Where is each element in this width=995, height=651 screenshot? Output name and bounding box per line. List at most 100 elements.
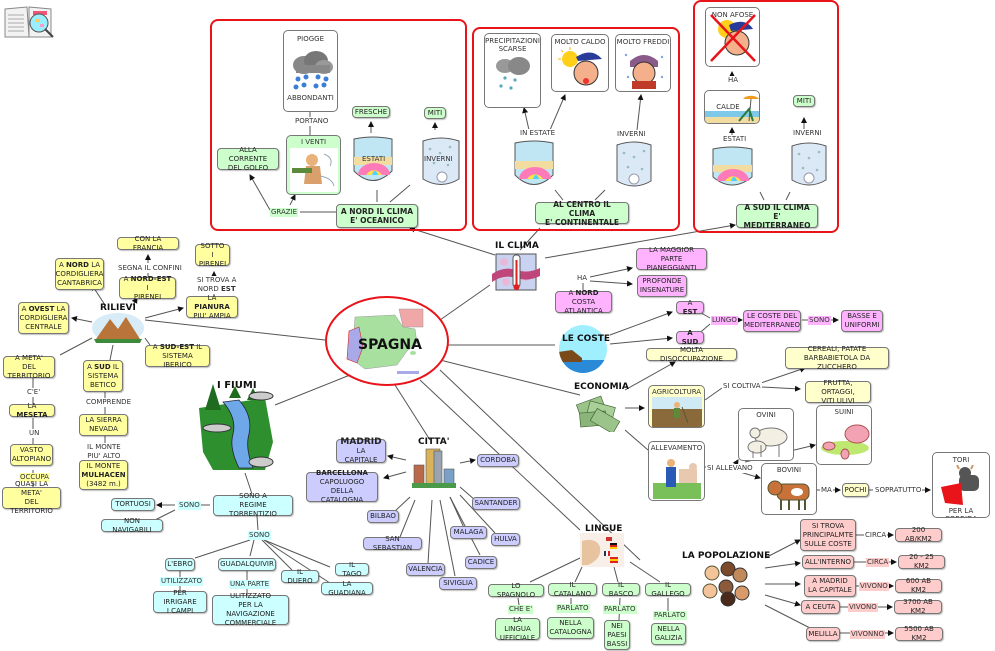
node-west-central[interactable]: A OVEST LA CORDIGLIERA CENTRALE [18, 302, 69, 334]
node-tortuous[interactable]: TORTUOSI [111, 498, 155, 511]
node-pop-ceuta[interactable]: A CEUTA [801, 600, 840, 614]
bulls-label-top: TORI [952, 456, 970, 464]
speaking-flags-icon[interactable] [580, 533, 624, 567]
coast-circle-icon[interactable] [558, 324, 608, 374]
node-almost-half[interactable]: QUASI LA META' DEL TERRITORIO [2, 480, 61, 515]
node-gulf-stream[interactable]: ALLA CORRENTE DEL GOLFO [217, 146, 279, 172]
cattle-card[interactable]: BOVINI [761, 463, 817, 515]
node-pop-melilla[interactable]: MELILLA [806, 627, 840, 641]
node-city-bilbao[interactable]: BILBAO [367, 510, 399, 523]
node-half-territory[interactable]: A META' DEL TERRITORIO [3, 354, 55, 380]
node-few[interactable]: POCHI [842, 483, 869, 497]
node-ebro[interactable]: L'EBRO [165, 558, 195, 571]
node-pop-interior[interactable]: ALL'INTERNO [802, 555, 854, 569]
node-torrential-regime[interactable]: SONO A REGIME TORRENTIZIO [213, 492, 293, 518]
not-muggy-label: NON AFOSE [711, 11, 754, 19]
node-plain[interactable]: LA PIANURA PIU' AMPIA [186, 294, 238, 320]
node-northeast-pyrenees[interactable]: A NORD-EST I PIRENEI [119, 275, 176, 301]
node-city-valencia[interactable]: VALENCIA [406, 563, 445, 576]
node-not-navigable[interactable]: NON NAVIGABILI [101, 517, 163, 534]
node-galicia[interactable]: NELLA GALIZIA [651, 623, 686, 645]
node-guadalquivir[interactable]: GUADALQUIVIR [218, 558, 276, 571]
very-hot-card[interactable]: MOLTO CALDO [551, 34, 609, 92]
node-south-coast[interactable]: A SUD [676, 329, 704, 346]
node-mostly-flat[interactable]: LA MAGGIOR PARTE PIANEGGIANTI [636, 246, 707, 272]
agriculture-card[interactable]: AGRICOLTURA [648, 385, 705, 428]
node-north-oceanic[interactable]: A NORD IL CLIMA E' OCEANICO [336, 204, 418, 228]
money-icon[interactable] [574, 392, 622, 434]
node-fresche[interactable]: FRESCHE [352, 106, 390, 118]
node-south-betic[interactable]: A SUD IL SISTEMA BETICO [83, 360, 123, 392]
node-mediterranean-coasts[interactable]: LE COSTE DEL MEDITERRANEO [743, 310, 801, 332]
node-unemployment[interactable]: MOLTA DISOCCUPAZIONE [646, 346, 737, 363]
node-cereals[interactable]: CEREALI, PATATE BARBABIETOLA DA ZUCCHERO [785, 345, 889, 371]
node-pop-value-1[interactable]: 20 - 25 KM2 [898, 553, 945, 570]
bulls-card[interactable]: TORI PER LA CORRIDA [932, 452, 990, 518]
population-title: LA POPOLAZIONE [682, 551, 771, 561]
node-guadiana[interactable]: LA GUADIANA [321, 580, 373, 597]
node-vast-plateau[interactable]: VASTO ALTOPIANO [10, 444, 53, 466]
node-pop-value-0[interactable]: 200 AB/KM2 [895, 526, 942, 543]
sheep-card[interactable]: OVINI [738, 408, 794, 461]
hot-summers-card[interactable]: CALDE [704, 90, 760, 124]
label-ha-coast: HA [576, 274, 589, 283]
node-irrigation[interactable]: PER IRRIGARE I CAMPI [153, 589, 207, 615]
node-deep-inlets[interactable]: PROFONDE INSENATURE [637, 275, 687, 297]
label-ha-south: HA [727, 76, 740, 85]
node-duero[interactable]: IL DUERO [281, 568, 319, 585]
node-basque-country[interactable]: NEI PAESI BASSI [604, 620, 630, 650]
rain-card[interactable]: PIOGGE ABBONDANTI [283, 30, 338, 112]
node-catalonia[interactable]: NELLA CATALOGNA [547, 617, 594, 639]
node-center-continental[interactable]: AL CENTRO IL CLIMA E' CONTINENTALE [535, 200, 629, 227]
node-below-pyrenees[interactable]: SOTTO I PIRENEI [195, 242, 230, 268]
node-east-coast[interactable]: A EST [676, 299, 704, 316]
pigs-card[interactable]: SUINI [816, 405, 872, 465]
very-cold-card[interactable]: MOLTO FREDDI [615, 34, 671, 92]
node-north-atlantic-coast[interactable]: A NORD COSTA ATLANTICA [555, 289, 612, 315]
node-tago[interactable]: IL TAGO [335, 561, 369, 578]
node-city-malaga[interactable]: MALAGA [450, 526, 487, 539]
beach-chair-icon [705, 95, 759, 123]
node-meseta[interactable]: LA MESETA [9, 402, 55, 419]
skyscrapers-icon[interactable] [410, 447, 458, 489]
node-south-mediterranean[interactable]: A SUD IL CLIMA E' MEDITERRANEO [736, 203, 818, 230]
thermometer-icon[interactable] [492, 252, 540, 294]
node-commercial-navigation[interactable]: ULITIZZATO PER LA NAVIGAZIONE COMMERCIAL… [212, 592, 289, 627]
node-city-san-sebastian[interactable]: SAN SEBASTIAN [363, 535, 422, 552]
node-city-cadice[interactable]: CADICE [465, 556, 497, 569]
node-north-cantabrian[interactable]: A NORD LA CORDIGLIERA CANTABRICA [55, 258, 104, 290]
node-spanish[interactable]: LO SPAGNOLO [488, 582, 544, 599]
node-pop-value-2[interactable]: 600 AB KM2 [895, 577, 942, 594]
people-group-icon[interactable] [700, 561, 750, 607]
node-fruits[interactable]: FRUTTA, ORTAGGI, VITI ULIVI [805, 379, 871, 405]
node-low-uniform[interactable]: BASSE E UNIFORMI [841, 310, 883, 332]
label-segna-confini: SEGNA IL CONFINI [117, 264, 183, 273]
livestock-card[interactable]: ALLEVAMENTO [648, 441, 705, 501]
economy-title: ECONOMIA [574, 382, 629, 392]
node-pop-value-4[interactable]: 5500 AB KM2 [895, 625, 943, 642]
winds-card[interactable]: I VENTI [286, 135, 341, 195]
node-miti-south[interactable]: MITI [793, 95, 815, 107]
node-pop-madrid[interactable]: A MADRID LA CAPITALE [804, 575, 856, 597]
mountains-icon[interactable] [92, 313, 144, 343]
node-southeast-iberian[interactable]: A SUD-EST IL SISTEMA IBERICO [145, 343, 210, 369]
node-pop-coasts[interactable]: SI TROVA PRINCIPALMTE SULLE COSTE [800, 519, 856, 551]
node-city-cordoba[interactable]: CORDOBA [477, 454, 519, 467]
not-muggy-card[interactable]: NON AFOSE [705, 7, 760, 67]
node-city-siviglia[interactable]: SIVIGLIA [439, 577, 477, 590]
scarce-rain-card[interactable]: PRECIPITAZIONI SCARSE [484, 33, 541, 108]
node-official-language[interactable]: LA LINGUA UFFICIALE [495, 616, 540, 642]
node-pop-value-3[interactable]: 3700 AB KM2 [894, 598, 942, 615]
node-city-santander[interactable]: SANTANDER [472, 497, 520, 510]
node-miti-north[interactable]: MITI [424, 107, 446, 119]
river-forest-icon[interactable] [195, 382, 277, 472]
node-city-hulva[interactable]: HULVA [491, 533, 520, 546]
node-catalan[interactable]: IL CATALANO [548, 581, 597, 598]
node-basque[interactable]: IL BASCO [602, 581, 640, 598]
node-france-border[interactable]: CON LA FRANCIA [117, 235, 179, 252]
node-sierra-nevada[interactable]: LA SIERRA NEVADA [79, 414, 128, 436]
node-galician[interactable]: IL GALLEGO [645, 581, 691, 598]
